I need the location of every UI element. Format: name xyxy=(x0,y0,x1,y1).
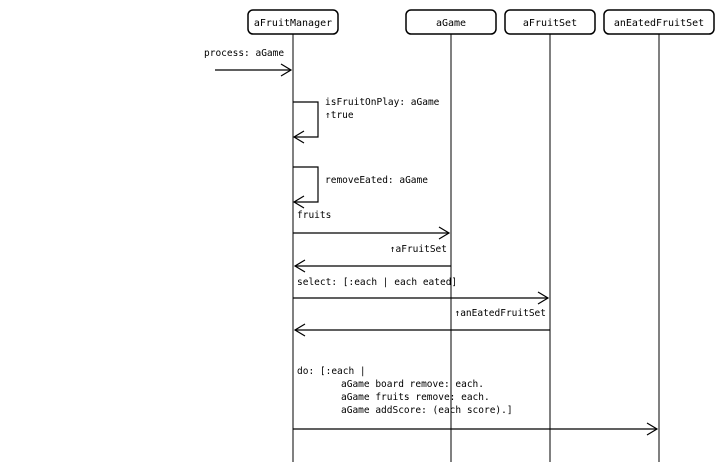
arrowhead-icon xyxy=(280,63,293,77)
arrowhead-icon xyxy=(292,130,305,144)
message-label-do-line-1: do: [:each | xyxy=(297,366,366,377)
return-fruits: ↑aFruitSet xyxy=(293,244,451,273)
arrowhead-icon xyxy=(438,226,451,240)
object-afruitset[interactable]: aFruitSet xyxy=(504,9,596,35)
object-label-afruitset: aFruitSet xyxy=(523,18,577,29)
message-fruits: fruits xyxy=(293,210,451,240)
message-label-select: select: [:each | each eated] xyxy=(297,277,457,288)
message-is-fruit-on-play: isFruitOnPlay: aGame ↑true xyxy=(292,97,440,144)
message-label-fruits: fruits xyxy=(297,210,331,221)
message-label-do-line-4: aGame addScore: (each score).] xyxy=(341,405,513,416)
message-label-is-fruit-on-play: isFruitOnPlay: aGame xyxy=(325,97,440,108)
arrowhead-icon xyxy=(646,422,659,436)
message-remove-eated: removeEated: aGame xyxy=(292,166,428,209)
message-label-do-line-3: aGame fruits remove: each. xyxy=(341,392,490,403)
return-label-true: ↑true xyxy=(325,110,354,121)
arrowhead-icon xyxy=(537,291,550,305)
message-label-remove-eated: removeEated: aGame xyxy=(325,175,428,186)
object-afruitmanager[interactable]: aFruitManager xyxy=(247,9,339,35)
object-label-afruitmanager: aFruitManager xyxy=(254,18,332,29)
message-label-process: process: aGame xyxy=(204,48,284,59)
arrowhead-icon xyxy=(293,323,306,337)
message-do: do: [:each | aGame board remove: each. a… xyxy=(293,366,659,436)
object-label-aneatedfruitset: anEatedFruitSet xyxy=(614,18,704,29)
return-label-afruitset: ↑aFruitSet xyxy=(390,244,447,255)
object-label-agame: aGame xyxy=(436,18,466,29)
arrowhead-icon xyxy=(292,195,305,209)
message-process: process: aGame xyxy=(204,48,293,77)
message-label-do-line-2: aGame board remove: each. xyxy=(341,379,484,390)
message-select: select: [:each | each eated] xyxy=(293,277,550,305)
object-aneatedfruitset[interactable]: anEatedFruitSet xyxy=(603,9,715,35)
return-select: ↑anEatedFruitSet xyxy=(293,308,550,337)
return-label-aneatedfruitset: ↑anEatedFruitSet xyxy=(454,308,546,319)
arrowhead-icon xyxy=(293,259,306,273)
object-agame[interactable]: aGame xyxy=(405,9,497,35)
